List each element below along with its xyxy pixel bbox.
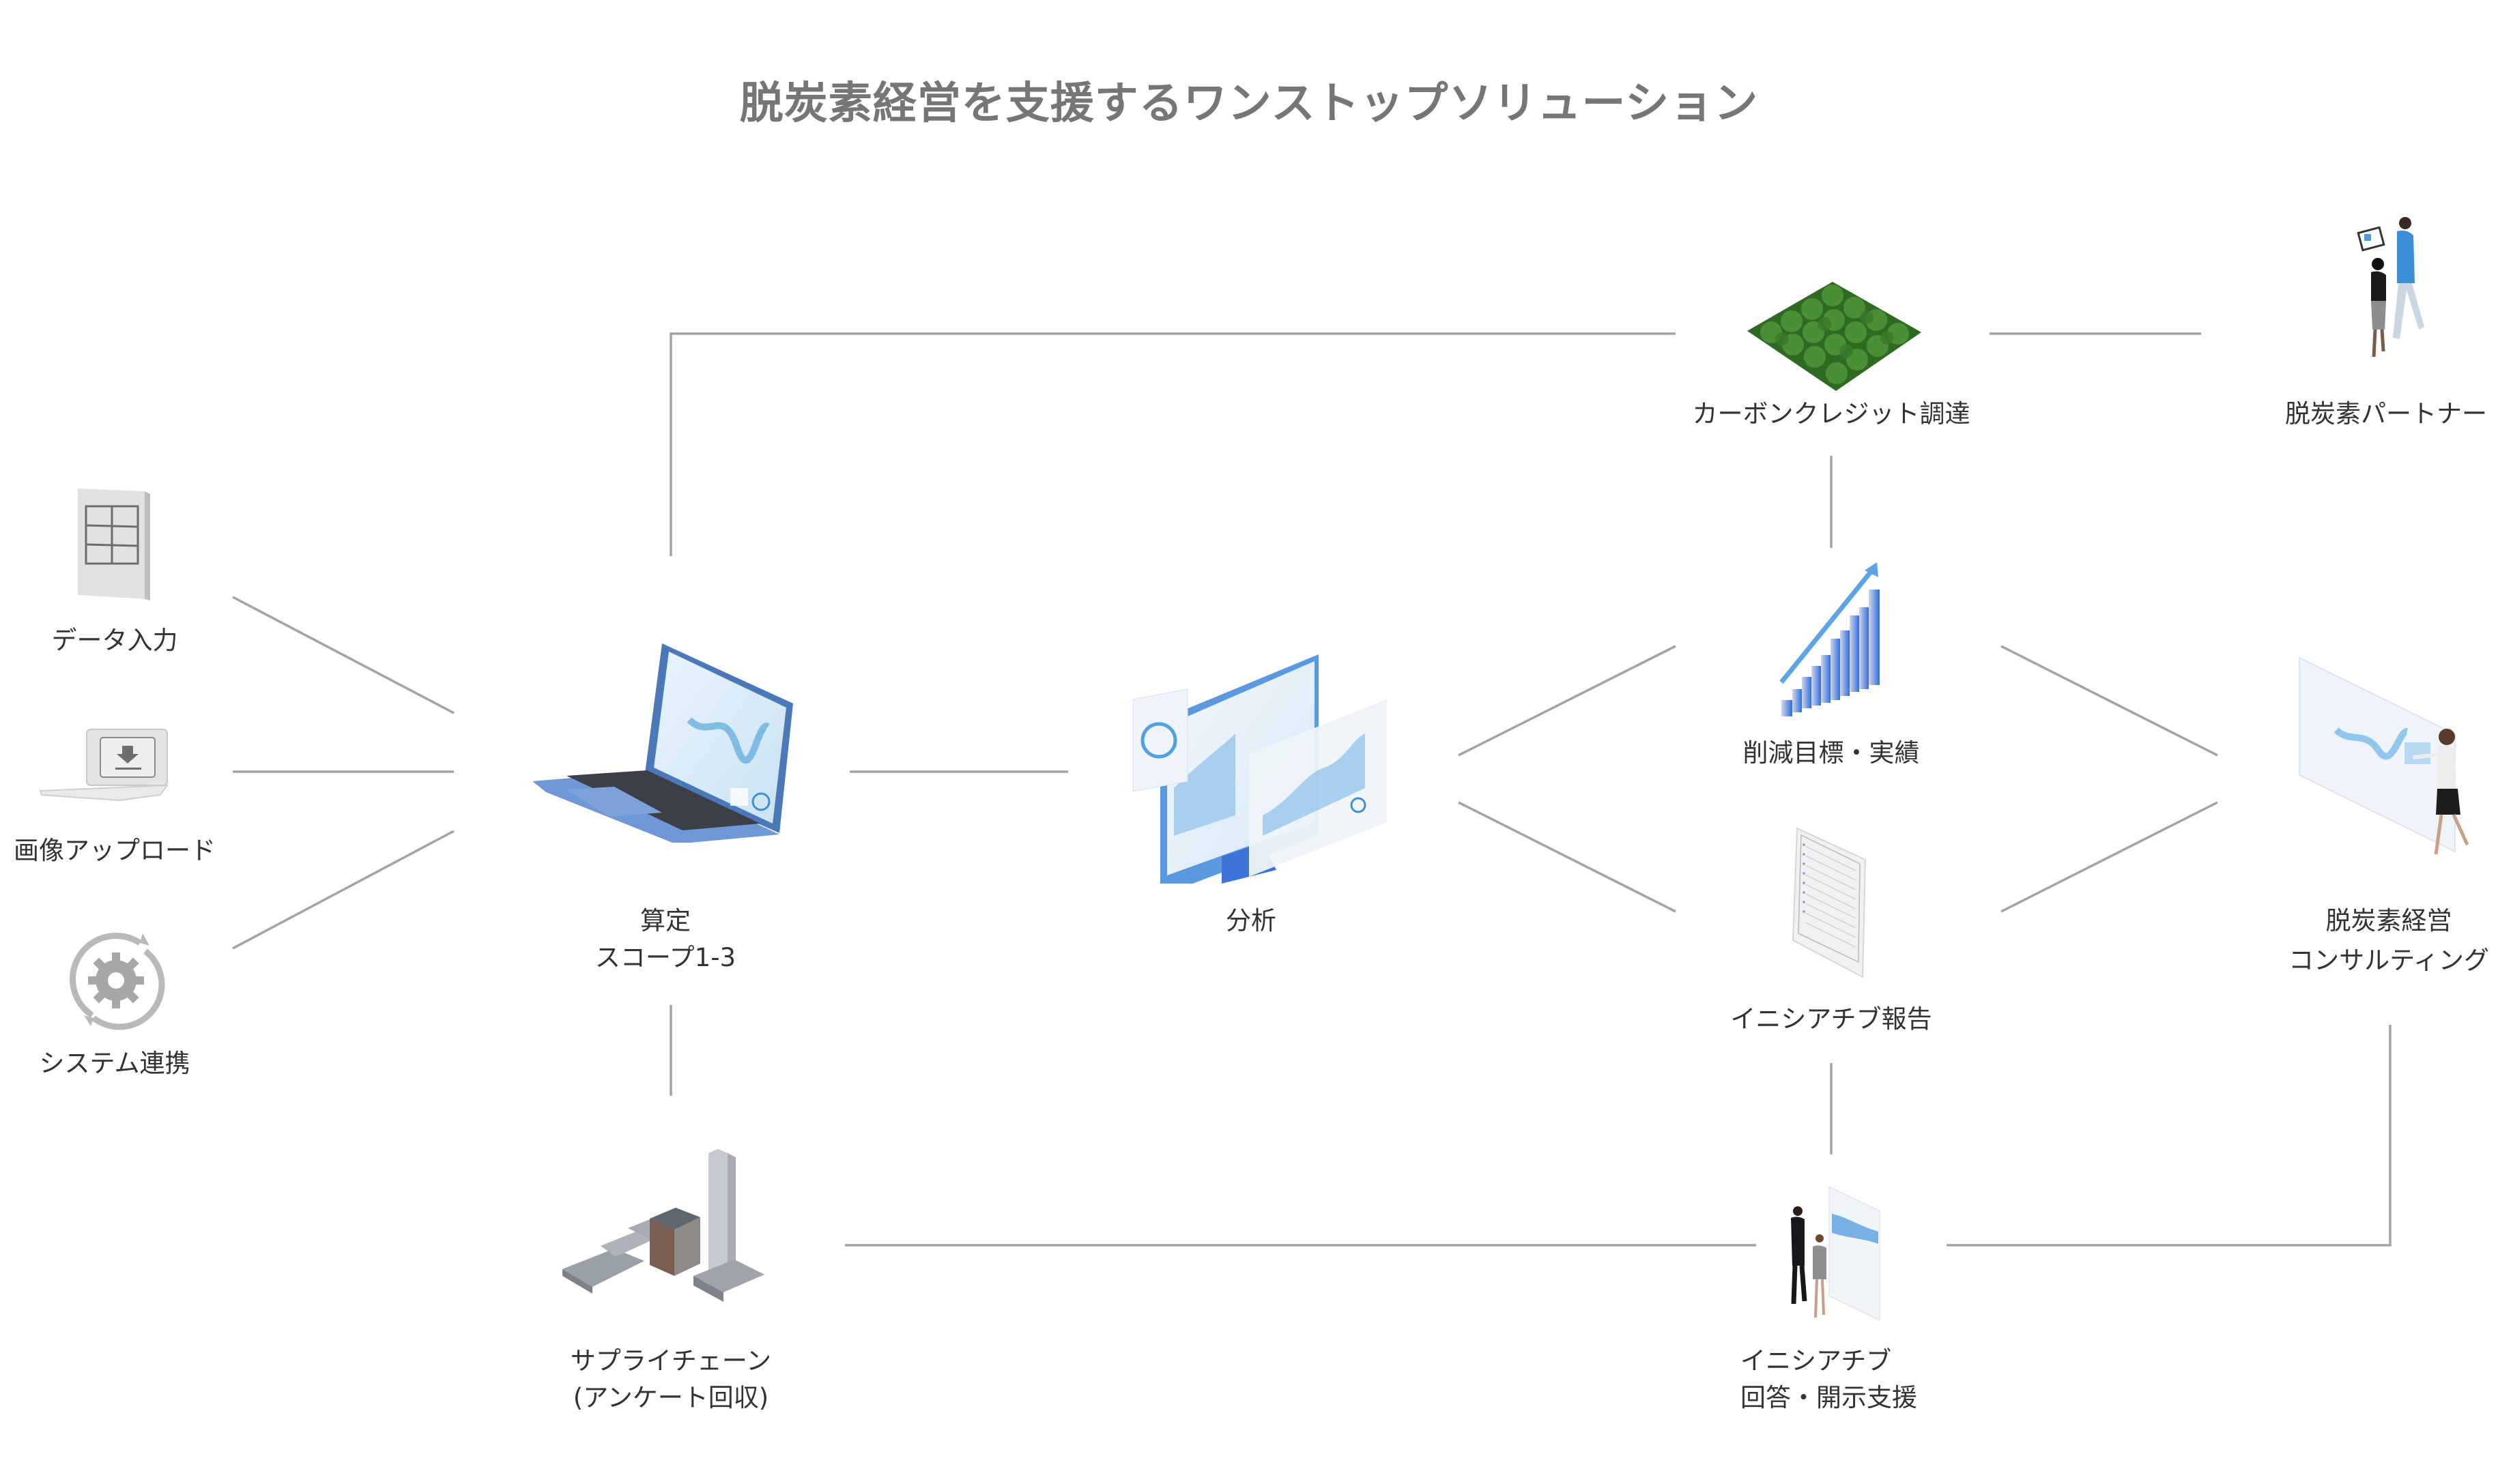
node-label: カーボンクレジット調達 — [1692, 399, 1970, 428]
laptop-upload-icon — [39, 729, 169, 802]
laptop-dashboard-icon — [532, 643, 793, 843]
connector-data-entry-to-calc — [232, 596, 455, 714]
page-title: 脱炭素経営を支援するワンストップソリューション — [739, 78, 1759, 129]
presenter-screen-icon — [2299, 656, 2469, 855]
node-label: 分析 — [1226, 906, 1276, 935]
node-label: スコープ1-3 — [594, 943, 736, 972]
node-label: サプライチェーン — [570, 1346, 772, 1376]
node-label: 画像アップロード — [14, 836, 216, 865]
node-label: システム連携 — [39, 1049, 190, 1078]
node-label: 脱炭素経営 — [2325, 906, 2452, 935]
node-label: データ入力 — [51, 626, 178, 655]
node-label: 削減目標・実績 — [1742, 738, 1920, 768]
node-label: 回答・開示支援 — [1740, 1383, 1917, 1412]
monitor-dashboard-icon — [1132, 654, 1387, 884]
bar-chart-growth-icon — [1779, 562, 1880, 716]
node-label: イニシアチブ — [1740, 1346, 1892, 1376]
spreadsheet-grid-icon — [78, 489, 150, 600]
connector-disclosure-to-consulting — [1947, 1025, 2392, 1247]
node-label: イニシアチブ報告 — [1730, 1004, 1932, 1034]
node-label: (アンケート回収) — [573, 1383, 769, 1412]
connector-targets-to-consulting — [2000, 645, 2218, 757]
connector-system-to-calc — [232, 830, 455, 950]
connector-calc-to-carbon — [670, 332, 1676, 556]
people-tablet-icon — [2357, 217, 2424, 358]
node-label: 脱炭素パートナー — [2285, 399, 2487, 428]
meeting-board-icon — [1791, 1185, 1880, 1322]
connector-analysis-to-targets — [1458, 645, 1676, 757]
buildings-icon — [562, 1149, 764, 1302]
forest-icon — [1747, 282, 1921, 391]
report-document-icon — [1792, 827, 1867, 978]
connector-analysis-to-report — [1458, 801, 1676, 913]
connector-report-to-consulting — [2000, 801, 2218, 913]
gear-sync-icon — [70, 933, 165, 1030]
node-label: 算定 — [640, 906, 691, 935]
node-label: コンサルティング — [2288, 946, 2489, 975]
